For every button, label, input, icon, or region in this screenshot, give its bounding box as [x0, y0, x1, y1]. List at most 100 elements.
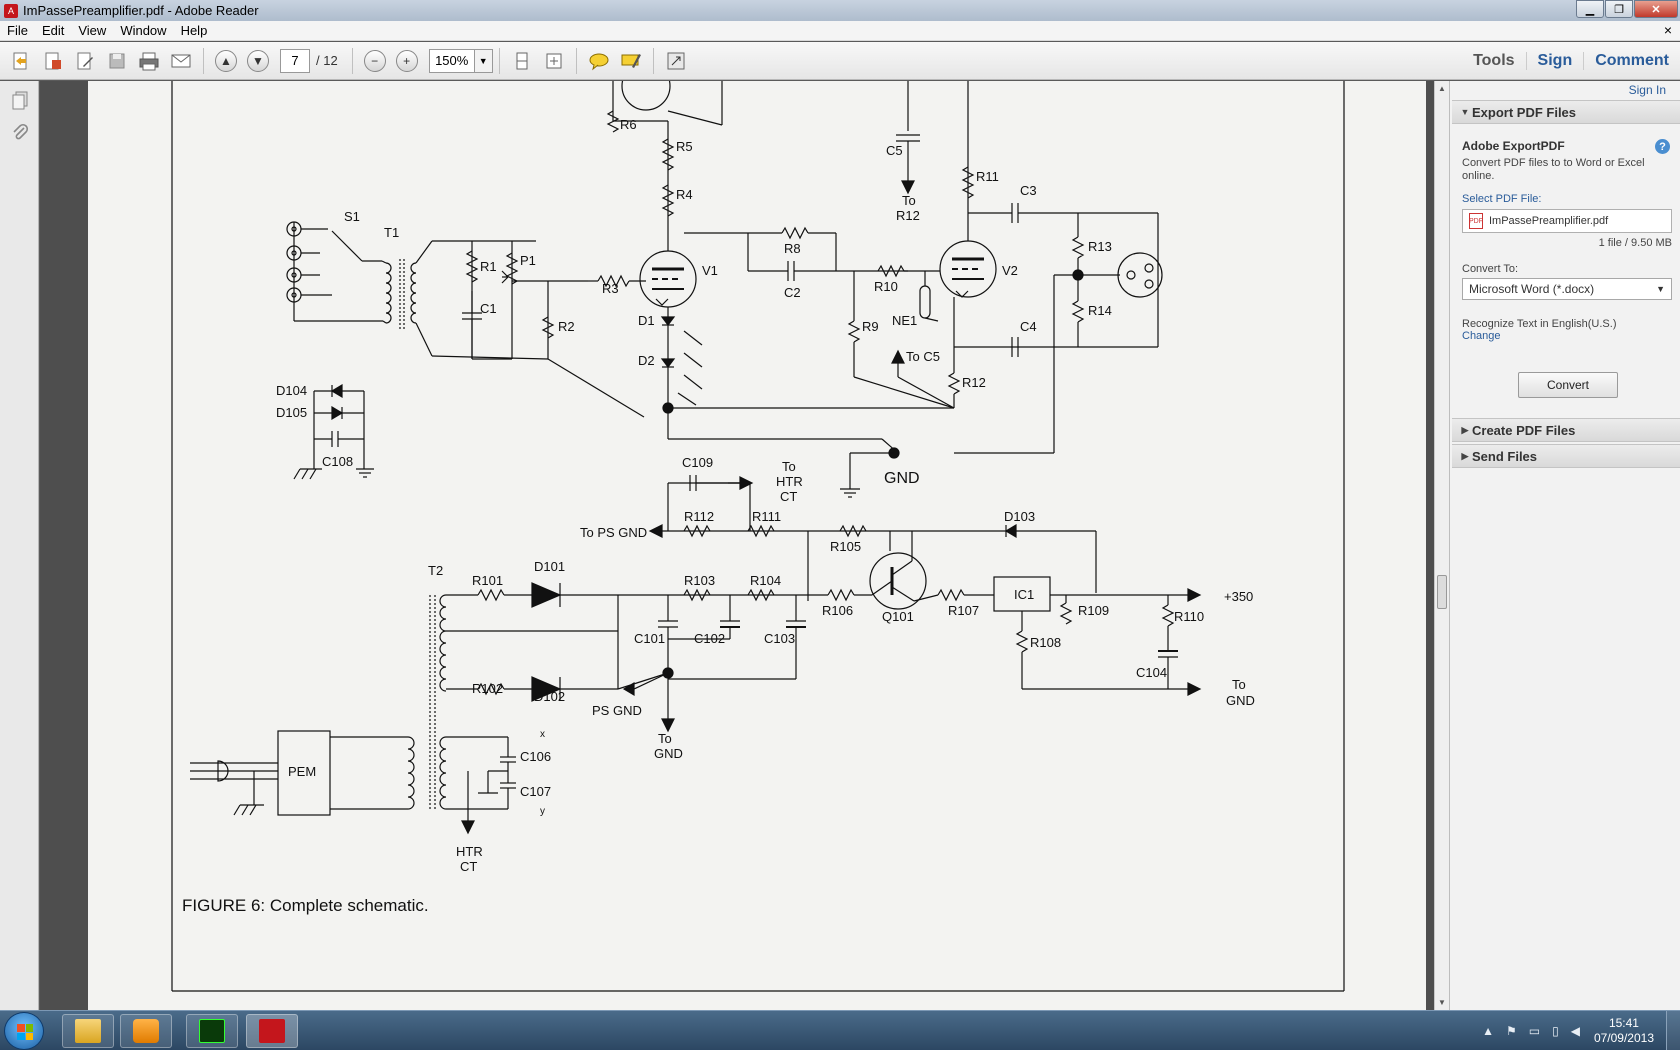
sign-tab[interactable]: Sign — [1525, 52, 1584, 70]
previous-page-button[interactable]: ▲ — [213, 48, 239, 74]
document-view[interactable]: S1 T1 R1 P1 C1 R2 R3 R4 R5 R6 V1 D1 D2 R… — [40, 81, 1440, 1010]
maximize-button[interactable]: ❐ — [1605, 0, 1633, 18]
full-screen-icon[interactable] — [663, 48, 689, 74]
tools-tab[interactable]: Tools — [1473, 52, 1515, 69]
label-q101: Q101 — [882, 609, 914, 624]
help-icon[interactable]: ? — [1655, 139, 1670, 154]
taskbar-oscilloscope-app[interactable] — [186, 1014, 238, 1048]
label-p1: P1 — [520, 253, 536, 268]
figure-caption: FIGURE 6: Complete schematic. — [182, 896, 429, 915]
network-icon[interactable]: ▭ — [1528, 1024, 1541, 1038]
toolbar-separator — [652, 47, 654, 74]
next-page-button[interactable]: ▼ — [245, 48, 271, 74]
page-thumbnails-icon[interactable] — [8, 89, 32, 113]
collapsed-triangle-icon: ▶ — [1461, 450, 1469, 461]
taskbar-explorer[interactable] — [62, 1014, 114, 1048]
zoom-out-button[interactable]: − — [362, 48, 388, 74]
print-icon[interactable] — [136, 48, 162, 74]
change-language-link[interactable]: Change — [1462, 330, 1501, 342]
label-d103: D103 — [1004, 509, 1035, 524]
highlight-text-icon[interactable] — [618, 48, 644, 74]
label-r109: R109 — [1078, 603, 1109, 618]
label-r12-top: R12 — [896, 208, 920, 223]
label-c108: C108 — [322, 454, 353, 469]
label-r101: R101 — [472, 573, 503, 588]
scrollbar-thumb[interactable] — [1437, 575, 1447, 609]
menu-view[interactable]: View — [78, 23, 107, 38]
toolbar-separator — [351, 47, 353, 74]
label-c1: C1 — [480, 301, 497, 316]
save-icon[interactable] — [104, 48, 130, 74]
power-icon[interactable]: ▯ — [1552, 1024, 1559, 1038]
action-center-flag-icon[interactable]: ⚑ — [1505, 1024, 1517, 1038]
send-files-section-header[interactable]: ▶ Send Files — [1452, 444, 1680, 468]
sticky-note-icon[interactable] — [586, 48, 612, 74]
zoom-dropdown-button[interactable]: ▼ — [474, 48, 493, 73]
label-r5: R5 — [676, 139, 693, 154]
export-pdf-header-label: Export PDF Files — [1472, 104, 1577, 120]
label-d2: D2 — [638, 353, 655, 368]
edit-document-icon[interactable] — [72, 48, 98, 74]
label-to-htr: To — [782, 459, 796, 474]
label-x: x — [540, 729, 545, 740]
combine-files-icon[interactable] — [40, 48, 66, 74]
scroll-up-icon[interactable]: ▲ — [1438, 84, 1446, 93]
vertical-scrollbar[interactable]: ▲ ▼ — [1434, 81, 1449, 1010]
label-ic1: IC1 — [1014, 587, 1034, 602]
menu-window[interactable]: Window — [120, 23, 167, 38]
expanded-triangle-icon: ▼ — [1460, 107, 1470, 117]
menu-file[interactable]: File — [7, 23, 28, 38]
label-ne1: NE1 — [892, 313, 917, 328]
label-htr: HTR — [776, 474, 803, 489]
label-r112: R112 — [684, 509, 714, 524]
scrolling-mode-icon[interactable] — [509, 48, 535, 74]
show-desktop-button[interactable] — [1666, 1011, 1680, 1050]
taskbar-adobe-reader[interactable] — [246, 1014, 298, 1048]
convert-button[interactable]: Convert — [1518, 372, 1618, 398]
email-icon[interactable] — [168, 48, 194, 74]
send-files-header-label: Send Files — [1472, 448, 1538, 464]
green-waveform-icon — [199, 1019, 225, 1043]
create-pdf-header-label: Create PDF Files — [1472, 422, 1576, 438]
selected-file-field[interactable]: PDF ImPassePreamplifier.pdf — [1462, 209, 1672, 233]
comment-tab[interactable]: Comment — [1583, 52, 1680, 70]
zoom-level-input[interactable]: 150% — [428, 48, 475, 73]
clock[interactable]: 15:41 07/09/2013 — [1594, 1016, 1654, 1046]
label-r1: R1 — [480, 259, 497, 274]
page-number-input[interactable]: 7 — [280, 48, 310, 73]
folder-icon — [75, 1019, 101, 1043]
minimize-button[interactable]: ▁ — [1576, 0, 1604, 18]
convert-to-label: Convert To: — [1462, 263, 1519, 275]
menu-help[interactable]: Help — [180, 23, 208, 38]
zoom-in-button[interactable]: + — [394, 48, 420, 74]
pdf-file-icon: PDF — [1469, 213, 1483, 229]
label-r9: R9 — [862, 319, 879, 334]
scroll-down-icon[interactable]: ▼ — [1438, 998, 1446, 1007]
close-button[interactable]: ✕ — [1634, 0, 1678, 18]
window-title: ImPassePreamplifier.pdf - Adobe Reader — [23, 3, 259, 18]
start-button[interactable] — [4, 1012, 44, 1050]
schematic-drawing: S1 T1 R1 P1 C1 R2 R3 R4 R5 R6 V1 D1 D2 R… — [171, 81, 1345, 992]
show-hidden-icons-icon[interactable]: ▲ — [1482, 1024, 1494, 1038]
create-pdf-section-header[interactable]: ▶ Create PDF Files — [1452, 418, 1680, 442]
label-c109: C109 — [682, 455, 713, 470]
sign-in-link[interactable]: Sign In — [1628, 83, 1666, 97]
label-r107: R107 — [948, 603, 979, 618]
volume-icon[interactable]: ◀ — [1570, 1024, 1580, 1038]
label-d101: D101 — [534, 559, 565, 574]
label-d105: D105 — [276, 405, 307, 420]
attachments-icon[interactable] — [8, 121, 32, 145]
export-pdf-body: Adobe ExportPDF ? Convert PDF files to t… — [1462, 139, 1672, 398]
pdf-page: S1 T1 R1 P1 C1 R2 R3 R4 R5 R6 V1 D1 D2 R… — [88, 81, 1426, 1010]
label-r108: R108 — [1030, 635, 1061, 650]
convert-to-select[interactable]: Microsoft Word (*.docx) ▼ — [1462, 278, 1672, 300]
fit-page-icon[interactable] — [541, 48, 567, 74]
taskbar-media-player[interactable] — [120, 1014, 172, 1048]
menu-edit[interactable]: Edit — [41, 23, 65, 38]
close-document-icon[interactable]: × — [1663, 22, 1672, 38]
create-pdf-icon[interactable] — [8, 48, 34, 74]
label-c104: C104 — [1136, 665, 1167, 680]
export-pdf-section-header[interactable]: ▼ Export PDF Files — [1452, 100, 1680, 124]
select-file-label: Select PDF File: — [1462, 193, 1542, 205]
label-c103: C103 — [764, 631, 795, 646]
